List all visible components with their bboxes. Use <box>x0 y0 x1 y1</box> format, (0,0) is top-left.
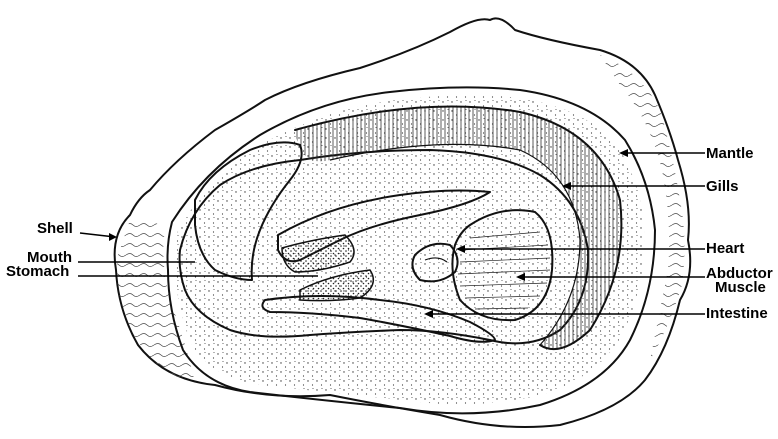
label-mantle: Mantle <box>706 145 754 162</box>
label-stomach: Stomach <box>6 263 69 280</box>
label-muscle: Muscle <box>715 279 766 296</box>
label-intestine: Intestine <box>706 305 768 322</box>
label-shell: Shell <box>37 220 73 237</box>
label-heart: Heart <box>706 240 744 257</box>
label-gills: Gills <box>706 178 739 195</box>
